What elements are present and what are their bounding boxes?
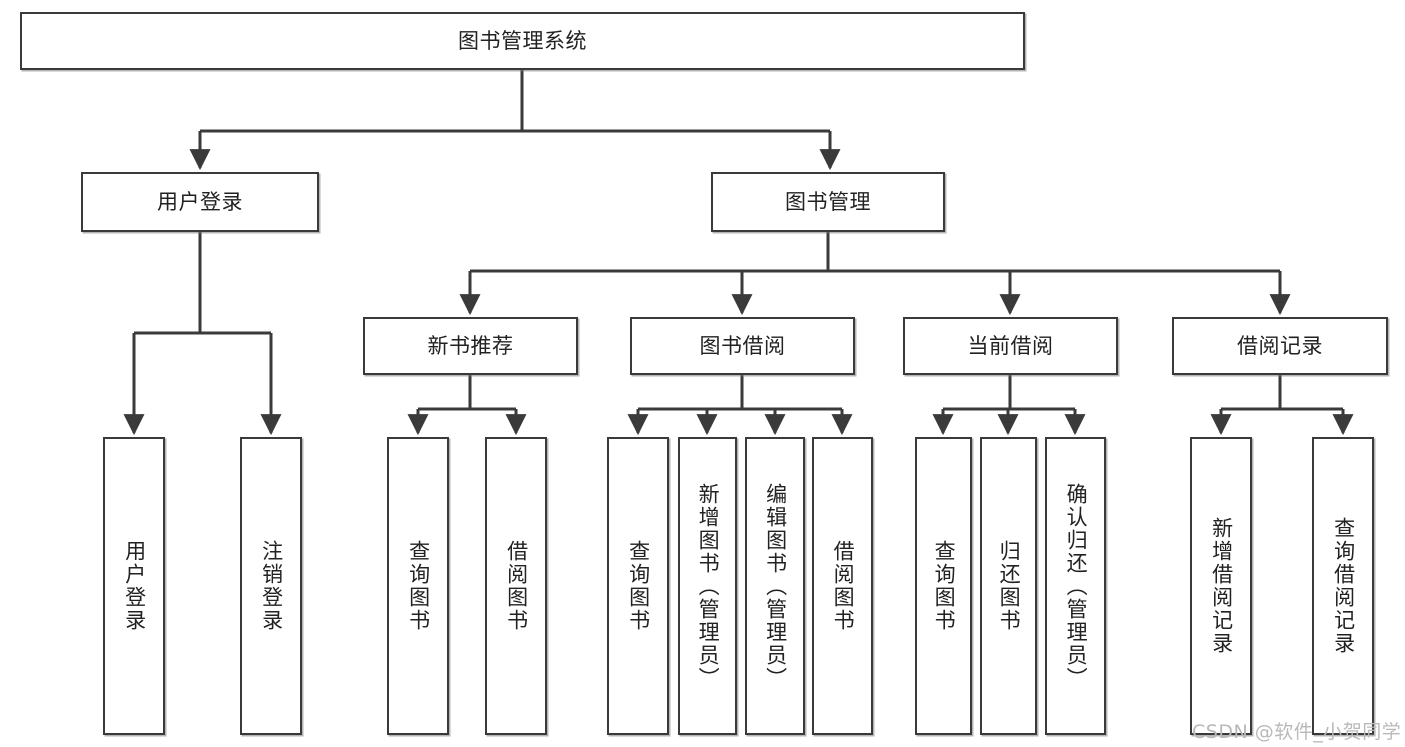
node-current-borrow[interactable]: 当前借阅	[903, 317, 1118, 375]
csdn-watermark: CSDN @软件_小贺同学	[1192, 721, 1402, 743]
leaf-query-book-nbr[interactable]: 查询图书	[387, 437, 449, 735]
leaf-query-book-nbr-label: 查询图书	[406, 540, 431, 632]
leaf-user-login[interactable]: 用户登录	[103, 437, 165, 735]
leaf-query-book-cb[interactable]: 查询图书	[915, 437, 972, 735]
leaf-edit-book-admin[interactable]: 编辑图书（管理员）	[745, 437, 805, 735]
node-book-management-label: 图书管理	[785, 189, 871, 214]
leaf-borrow-book-bb[interactable]: 借阅图书	[812, 437, 873, 735]
leaf-user-login-label: 用户登录	[122, 540, 147, 632]
leaf-logout-label: 注销登录	[259, 540, 284, 632]
node-user-login[interactable]: 用户登录	[81, 172, 319, 232]
node-root[interactable]: 图书管理系统	[20, 12, 1025, 70]
node-book-borrow-label: 图书借阅	[699, 333, 786, 358]
leaf-borrow-book-nbr[interactable]: 借阅图书	[485, 437, 547, 735]
leaf-edit-book-admin-label: 编辑图书（管理员）	[763, 482, 788, 690]
leaf-return-book-label: 归还图书	[997, 540, 1022, 632]
leaf-return-book[interactable]: 归还图书	[980, 437, 1037, 735]
node-new-book-recommend[interactable]: 新书推荐	[363, 317, 578, 375]
leaf-query-book-bb-label: 查询图书	[626, 540, 651, 632]
leaf-add-borrow-record[interactable]: 新增借阅记录	[1190, 437, 1252, 735]
node-current-borrow-label: 当前借阅	[967, 333, 1054, 358]
leaf-add-borrow-record-label: 新增借阅记录	[1209, 517, 1234, 655]
leaf-confirm-return-admin-label: 确认归还（管理员）	[1064, 482, 1089, 690]
leaf-query-borrow-record[interactable]: 查询借阅记录	[1312, 437, 1374, 735]
leaf-query-book-cb-label: 查询图书	[932, 540, 957, 632]
leaf-borrow-book-bb-label: 借阅图书	[831, 540, 856, 632]
node-borrow-record-label: 借阅记录	[1237, 333, 1323, 358]
node-new-book-recommend-label: 新书推荐	[427, 333, 514, 358]
node-book-borrow[interactable]: 图书借阅	[630, 317, 855, 375]
node-root-label: 图书管理系统	[458, 28, 587, 53]
leaf-query-book-bb[interactable]: 查询图书	[607, 437, 669, 735]
node-user-login-label: 用户登录	[157, 189, 243, 214]
node-borrow-record[interactable]: 借阅记录	[1172, 317, 1388, 375]
leaf-confirm-return-admin[interactable]: 确认归还（管理员）	[1045, 437, 1106, 735]
leaf-query-borrow-record-label: 查询借阅记录	[1331, 517, 1356, 655]
leaf-logout[interactable]: 注销登录	[240, 437, 302, 735]
node-book-management[interactable]: 图书管理	[711, 172, 945, 232]
leaf-borrow-book-nbr-label: 借阅图书	[504, 540, 529, 632]
leaf-add-book-admin[interactable]: 新增图书（管理员）	[678, 437, 737, 735]
leaf-add-book-admin-label: 新增图书（管理员）	[696, 482, 721, 690]
